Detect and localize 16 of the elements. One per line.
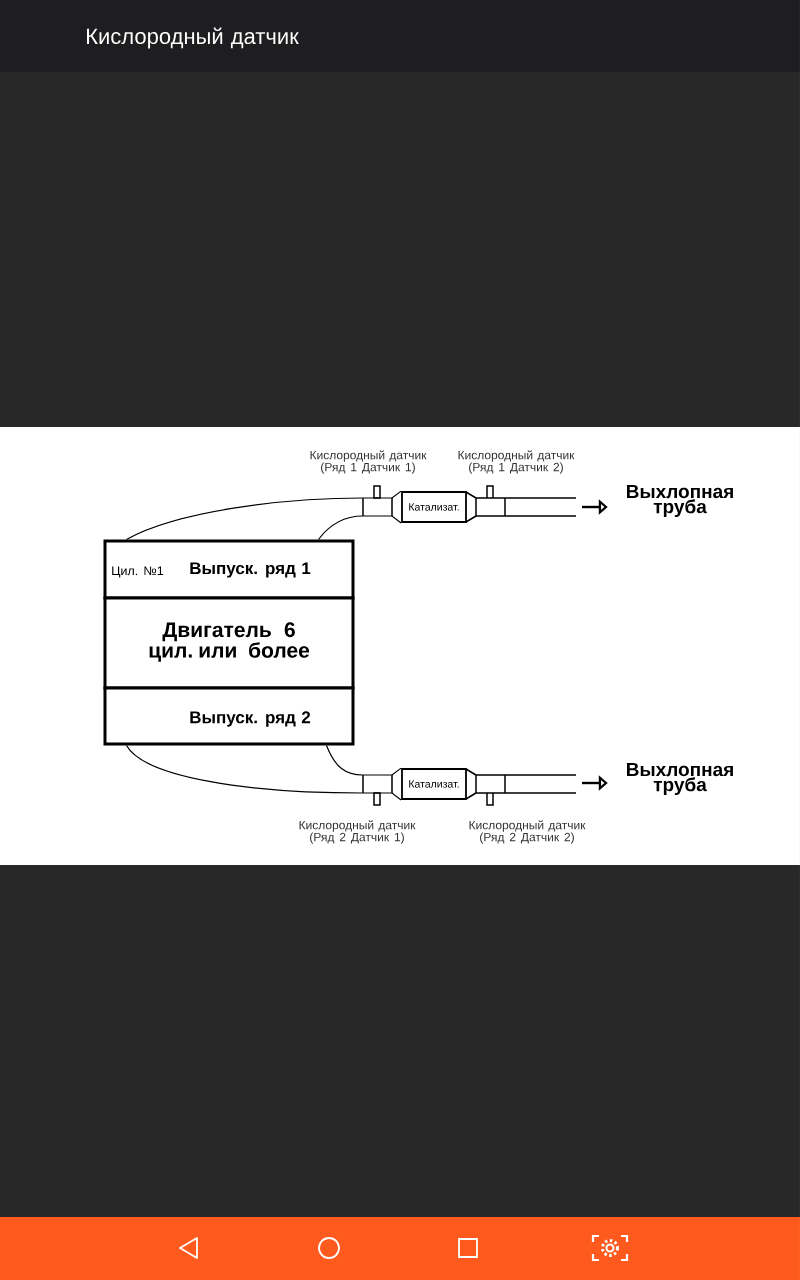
exhaust-pipe: [325, 744, 402, 776]
engine-section-box: Двигатель 6 цил. или более: [103, 596, 355, 690]
exhaust-pipe: [317, 515, 402, 541]
exhaust-pipe: [125, 744, 402, 801]
sensor-label: Кислородный датчик (Ряд 2 Датчик 1): [299, 820, 416, 844]
exhaust-label: Выхлопная труба: [627, 484, 733, 518]
exhaust-pipe: [125, 490, 402, 541]
engine-section-box: Цил. №1 Выпуск. ряд 1: [103, 539, 355, 600]
sensor-label: Кислородный датчик (Ряд 2 Датчик 2): [469, 820, 586, 844]
catalyst-box: Катализат.: [401, 768, 467, 800]
exhaust-label: Выхлопная труба: [627, 762, 733, 796]
sensor-label: Кислородный датчик (Ряд 1 Датчик 2): [458, 450, 575, 474]
catalyst-box: Катализат.: [401, 491, 467, 523]
sensor-label: Кислородный датчик (Ряд 1 Датчик 1): [310, 450, 427, 474]
screen-title: Кислородный датчик: [87, 27, 299, 49]
engine-section-box: Выпуск. ряд 2: [103, 686, 355, 746]
